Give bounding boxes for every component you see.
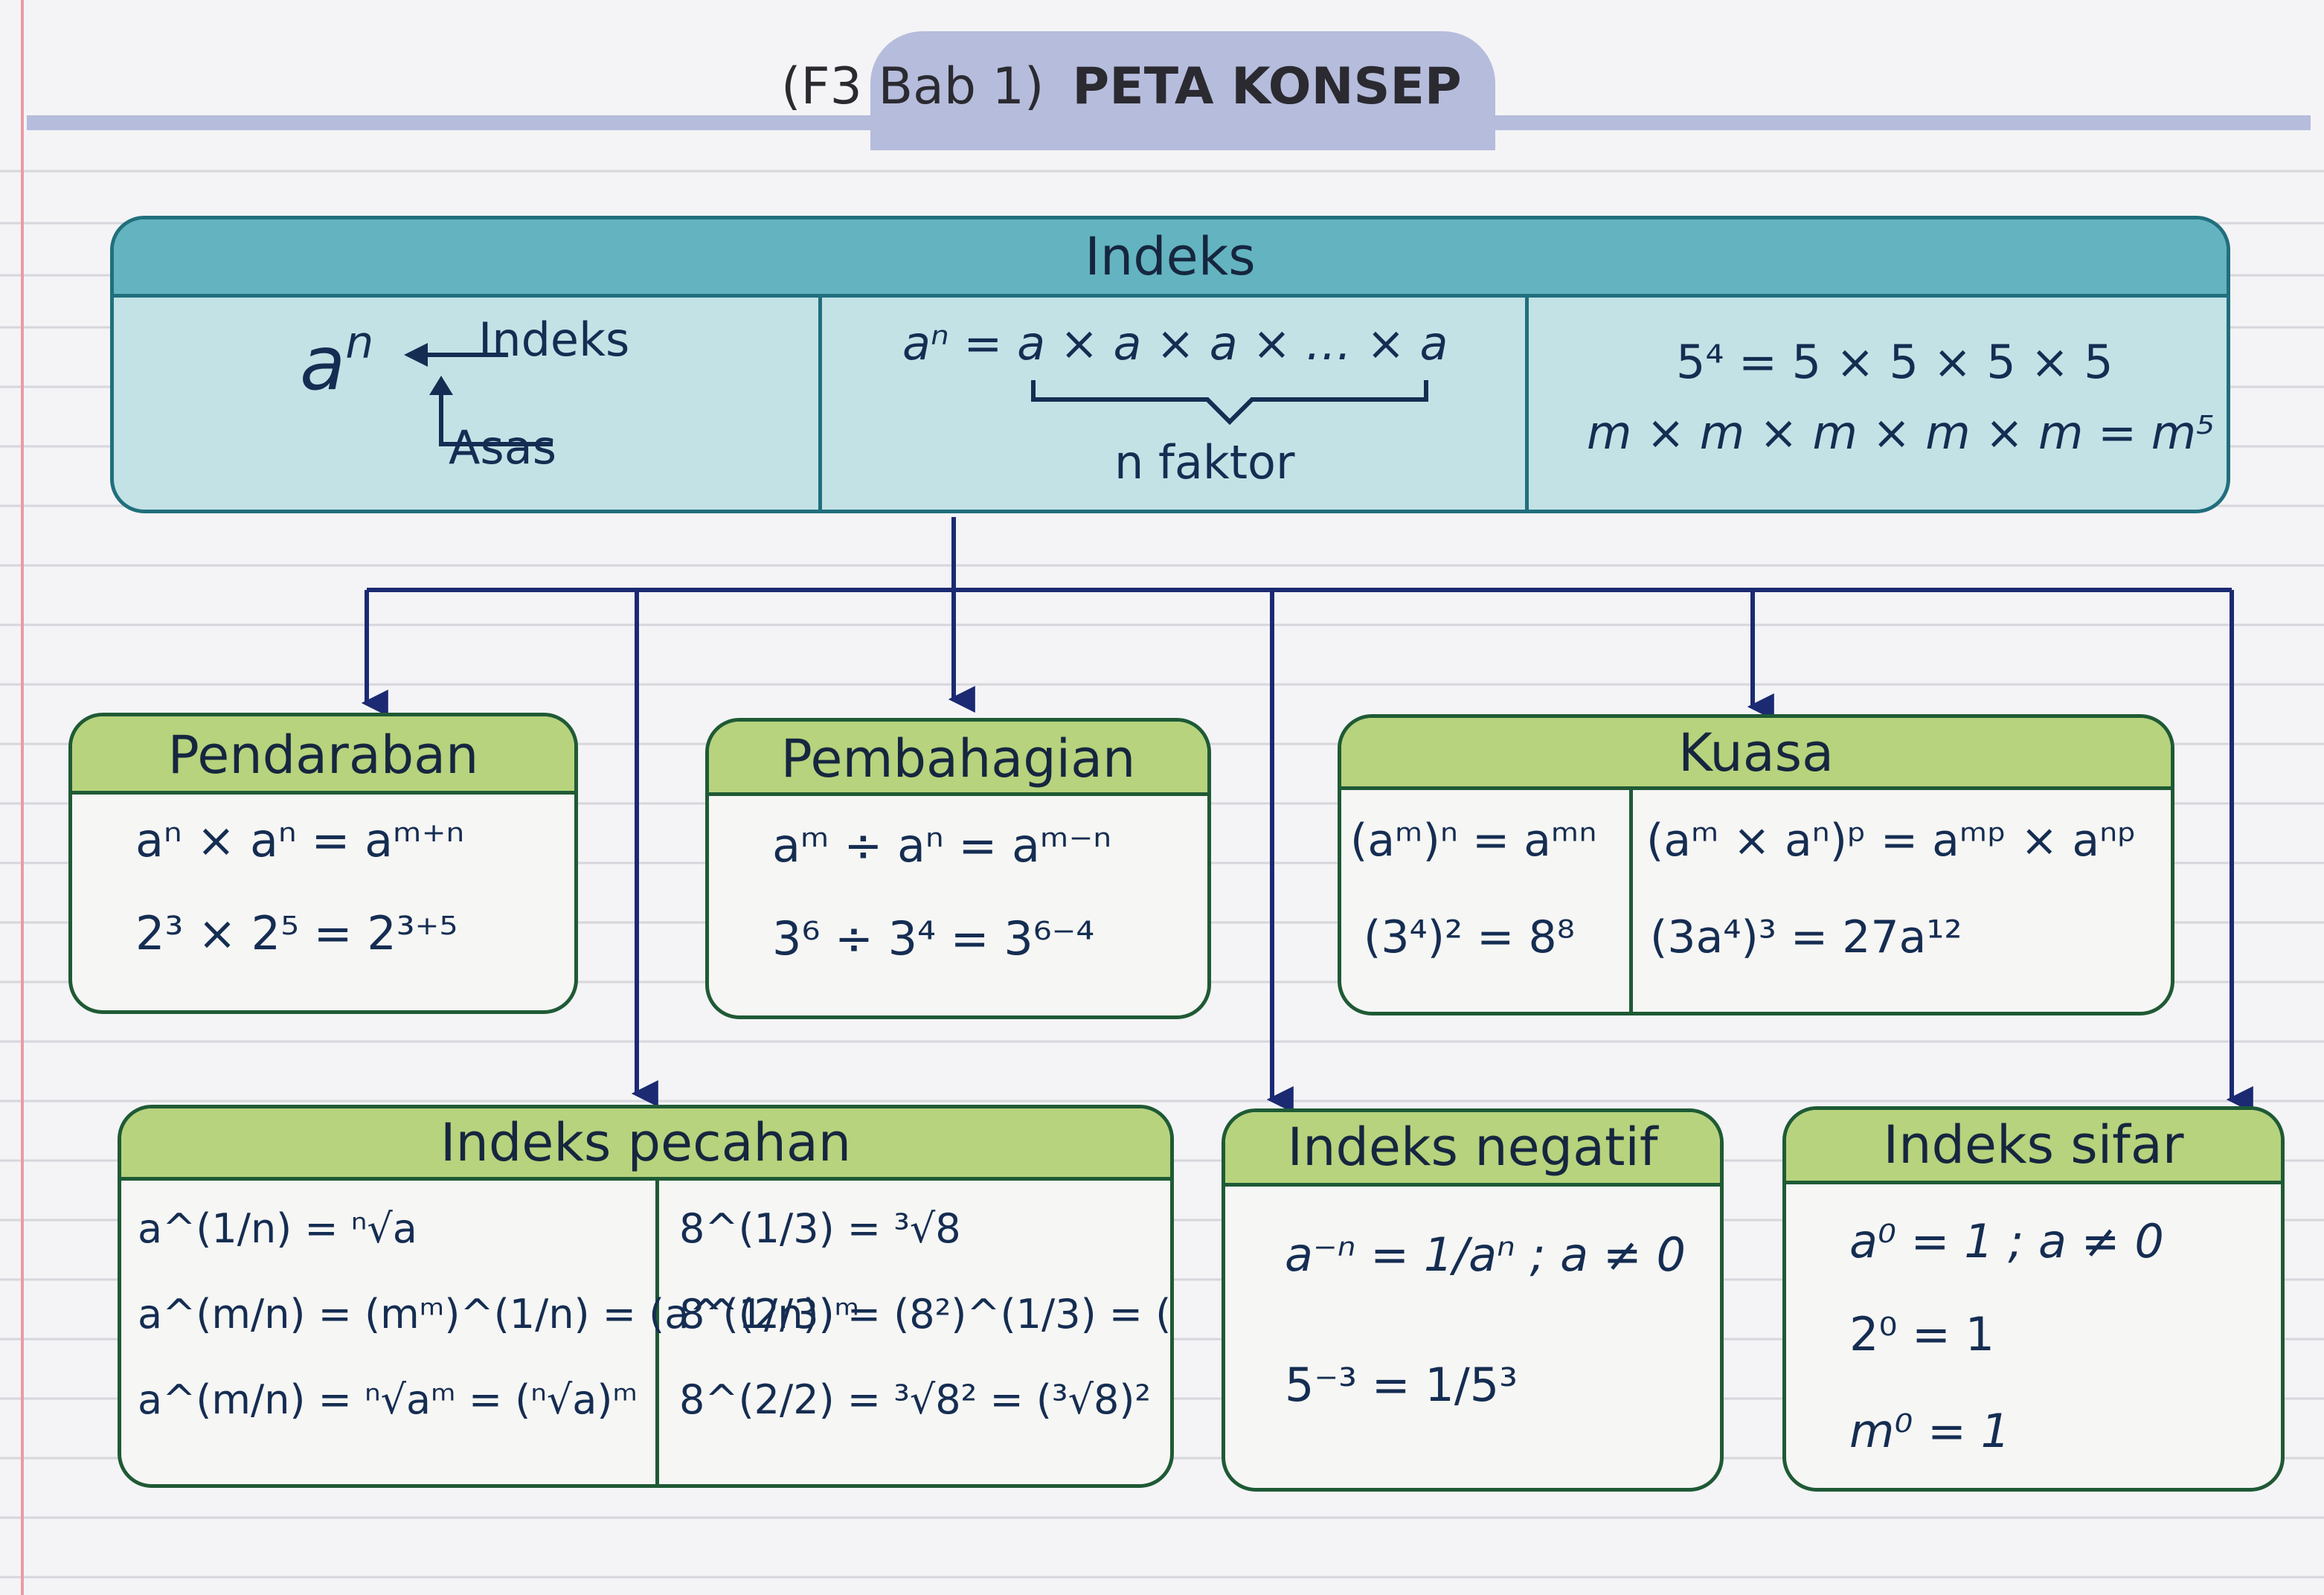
label-asas: Asas — [449, 420, 557, 475]
kuasa-box: Kuasa (aᵐ)ⁿ = aᵐⁿ (3⁴)² = 8⁸ (aᵐ × aⁿ)ᵖ … — [1338, 714, 2174, 1015]
indeks-header: Indeks — [114, 219, 2227, 298]
pecahan-right-3: 8^(2/2) = ³√8² = (³√8)² — [679, 1376, 1152, 1423]
divider — [1629, 786, 1633, 1012]
pendaraban-example: 2³ × 2⁵ = 2³⁺⁵ — [135, 906, 458, 960]
example-five-power: 5⁴ = 5 × 5 × 5 × 5 — [1676, 335, 2113, 389]
pembahagian-header: Pembahagian — [709, 722, 1207, 796]
negatif-box: Indeks negatif a⁻ⁿ = 1/aⁿ ; a ≠ 0 5⁻³ = … — [1222, 1108, 1724, 1492]
divider — [1525, 294, 1529, 510]
sifar-rule: a⁰ = 1 ; a ≠ 0 — [1849, 1214, 2164, 1268]
sifar-example-1: 2⁰ = 1 — [1849, 1307, 1995, 1361]
kuasa-rule-1: (aᵐ)ⁿ = aᵐⁿ — [1350, 815, 1597, 867]
kuasa-rule-2: (aᵐ × aⁿ)ᵖ = aᵐᵖ × aⁿᵖ — [1646, 815, 2137, 867]
negatif-header: Indeks negatif — [1225, 1112, 1720, 1187]
negatif-example: 5⁻³ = 1/5³ — [1285, 1358, 1518, 1412]
pecahan-right-1: 8^(1/3) = ³√8 — [679, 1205, 961, 1252]
divider — [655, 1177, 659, 1484]
exponent-symbol: n — [345, 316, 374, 369]
chapter-label: (F3 Bab 1) — [781, 57, 1044, 116]
pecahan-left-2: a^(m/n) = (mᵐ)^(1/n) = (a^(1/n))ᵐ — [138, 1291, 860, 1338]
title-tab — [870, 31, 1495, 150]
kuasa-header: Kuasa — [1341, 718, 2171, 790]
example-m-power: m × m × m × m × m = m⁵ — [1587, 405, 2215, 460]
base-symbol: a — [300, 320, 346, 407]
expansion-formula: aⁿ = a × a × a × … × a — [902, 316, 1448, 370]
sifar-example-2: m⁰ = 1 — [1849, 1404, 2011, 1458]
negatif-rule: a⁻ⁿ = 1/aⁿ ; a ≠ 0 — [1285, 1227, 1686, 1282]
divider — [818, 294, 822, 510]
sifar-header: Indeks sifar — [1786, 1110, 2281, 1184]
pendaraban-header: Pendaraban — [72, 716, 574, 795]
title-text: PETA KONSEP — [1072, 57, 1462, 116]
indeks-box: Indeks an Indeks Asas aⁿ = a × a × a × …… — [110, 216, 2230, 513]
pecahan-header: Indeks pecahan — [121, 1108, 1170, 1181]
pendaraban-box: Pendaraban aⁿ × aⁿ = aᵐ⁺ⁿ 2³ × 2⁵ = 2³⁺⁵ — [68, 713, 578, 1014]
kuasa-example-1: (3⁴)² = 8⁸ — [1364, 911, 1575, 963]
pecahan-left-3: a^(m/n) = ⁿ√aᵐ = (ⁿ√a)ᵐ — [138, 1376, 638, 1423]
pendaraban-rule: aⁿ × aⁿ = aᵐ⁺ⁿ — [135, 813, 465, 867]
pecahan-box: Indeks pecahan a^(1/n) = ⁿ√a a^(m/n) = (… — [118, 1105, 1174, 1488]
pembahagian-example: 3⁶ ÷ 3⁴ = 3⁶⁻⁴ — [772, 911, 1095, 966]
power-label-arrows — [404, 343, 553, 446]
pembahagian-box: Pembahagian aᵐ ÷ aⁿ = aᵐ⁻ⁿ 3⁶ ÷ 3⁴ = 3⁶⁻… — [705, 718, 1211, 1019]
kuasa-example-2: (3a⁴)³ = 27a¹² — [1650, 911, 1962, 963]
pecahan-left-1: a^(1/n) = ⁿ√a — [138, 1205, 417, 1252]
label-indeks: Indeks — [478, 312, 630, 367]
pembahagian-rule: aᵐ ÷ aⁿ = aᵐ⁻ⁿ — [772, 818, 1112, 873]
power-notation: an — [300, 316, 374, 407]
faktor-caption: n faktor — [1114, 435, 1295, 490]
page-title: (F3 Bab 1) PETA KONSEP — [781, 46, 1462, 128]
title-bar — [27, 115, 2311, 130]
pecahan-right-2: 8^(2/3) = (8²)^(1/3) = (8^(1/3))² — [679, 1291, 1172, 1338]
underbrace — [1031, 380, 1428, 426]
sifar-box: Indeks sifar a⁰ = 1 ; a ≠ 0 2⁰ = 1 m⁰ = … — [1782, 1106, 2285, 1492]
